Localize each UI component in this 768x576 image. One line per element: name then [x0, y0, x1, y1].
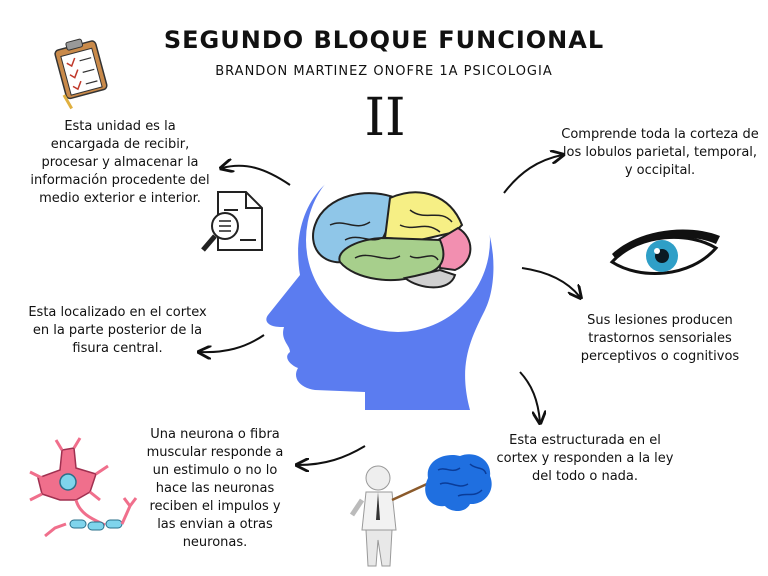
- roman-numeral: II: [364, 88, 406, 148]
- author-subtitle: BRANDON MARTINEZ ONOFRE 1A PSICOLOGIA: [215, 64, 553, 79]
- neuron-icon: [29, 437, 138, 538]
- note-top-left: Esta unidad es la encargada de recibir, …: [30, 119, 210, 206]
- note-mid-left: Esta localizado en el cortex en la parte…: [28, 305, 207, 356]
- document-search-icon: [201, 191, 263, 252]
- arrow-to-bottom-left: [298, 445, 366, 465]
- note-bottom-right: Esta estructurada en el cortex y respond…: [496, 433, 674, 484]
- clipboard-icon: [54, 38, 108, 110]
- note-mid-right: Sus lesiones producen trastornos sensori…: [580, 313, 740, 364]
- arrow-to-mid-right: [521, 267, 580, 297]
- eye-icon: [609, 229, 720, 276]
- small-brain-icon: [425, 454, 492, 511]
- note-top-right: Comprende toda la corteza de los lobulos…: [561, 127, 759, 178]
- brain-icon: [312, 191, 472, 289]
- arrow-to-top-left: [222, 166, 291, 186]
- arrow-to-top-right: [503, 155, 562, 194]
- arrow-to-bottom-right: [519, 371, 540, 422]
- arrow-to-mid-left: [200, 334, 265, 352]
- note-bottom-left: Una neurona o fibra muscular responde a …: [146, 427, 284, 550]
- page-title: SEGUNDO BLOQUE FUNCIONAL: [163, 26, 605, 54]
